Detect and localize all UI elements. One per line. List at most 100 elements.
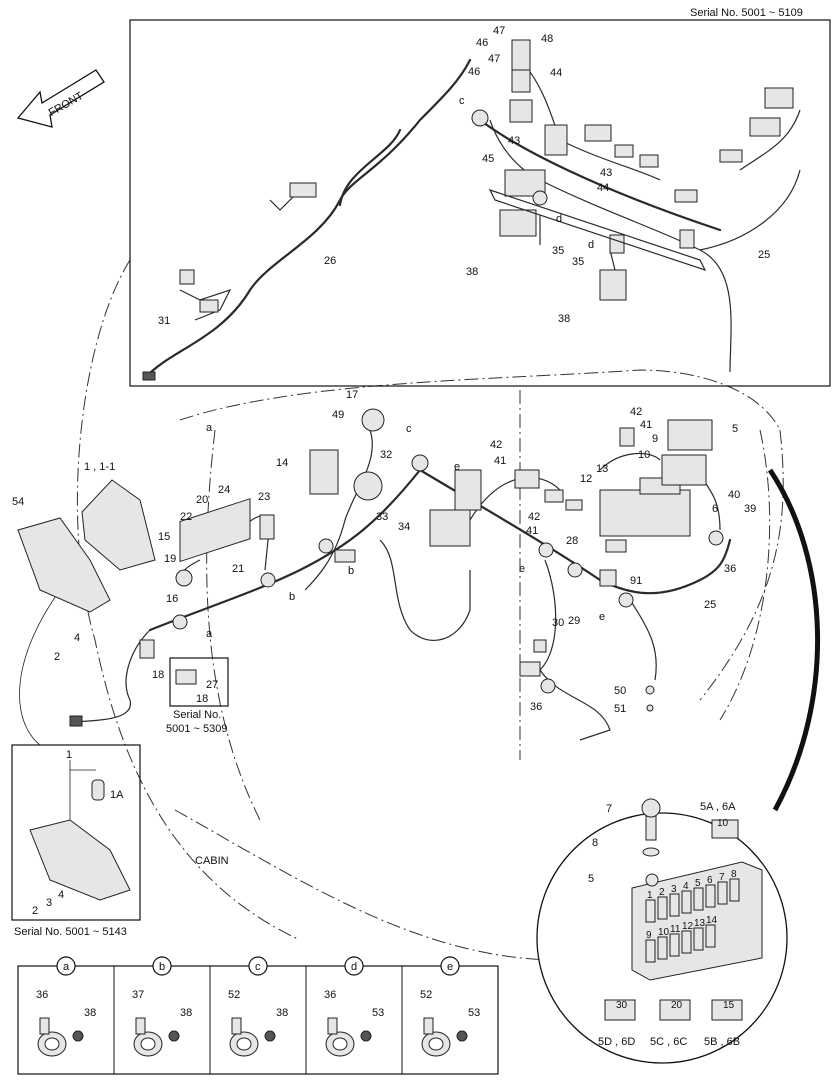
svg-text:33: 33 [376, 511, 388, 523]
fuse-top-8 [729, 878, 740, 902]
clamp-part-number: 36 [36, 989, 48, 1001]
svg-text:21: 21 [232, 563, 244, 575]
svg-text:20: 20 [196, 494, 208, 506]
clamp-letter-circle [56, 956, 76, 976]
svg-text:2: 2 [54, 651, 60, 663]
clamp-tab [135, 1017, 146, 1035]
svg-text:29: 29 [568, 615, 580, 627]
fuse-number: 12 [682, 921, 694, 932]
clamp-hole [332, 1037, 348, 1051]
svg-text:a: a [206, 628, 213, 640]
bolt-icon [168, 1030, 180, 1042]
svg-text:c: c [406, 423, 412, 435]
fuse-number: 8 [731, 869, 737, 880]
svg-text:43: 43 [508, 135, 520, 147]
svg-text:10: 10 [717, 818, 729, 829]
fuse-bottom-14 [705, 924, 716, 948]
svg-text:41: 41 [494, 455, 506, 467]
fuse-top-7 [717, 881, 728, 905]
svg-text:30: 30 [616, 1000, 628, 1011]
svg-text:13: 13 [596, 463, 608, 475]
svg-text:e: e [519, 563, 525, 575]
clamp-letter: c [255, 961, 261, 973]
svg-text:17: 17 [346, 389, 358, 401]
svg-text:1 , 1-1: 1 , 1-1 [84, 461, 115, 473]
svg-text:35: 35 [572, 256, 584, 268]
clamp-hole [236, 1037, 252, 1051]
svg-text:1A: 1A [110, 789, 124, 801]
svg-text:24: 24 [218, 484, 230, 496]
svg-text:42: 42 [528, 511, 540, 523]
fuse-bottom-11 [669, 933, 680, 957]
svg-text:d: d [588, 239, 594, 251]
svg-text:38: 38 [558, 313, 570, 325]
svg-text:b: b [289, 591, 295, 603]
top-inset-frame [129, 19, 831, 387]
fuse-number: 14 [706, 915, 718, 926]
svg-text:5B , 6B: 5B , 6B [704, 1036, 740, 1048]
svg-text:23: 23 [258, 491, 270, 503]
fuse-number: 5 [695, 878, 701, 889]
lamp-inset: 1 1A 2 3 4 [29, 749, 131, 917]
svg-text:34: 34 [398, 521, 410, 533]
fuse-bottom-13 [693, 927, 704, 951]
clamp-tab [231, 1017, 242, 1035]
fuse-number: 10 [658, 927, 670, 938]
clamp-part-number: 37 [132, 989, 144, 1001]
svg-text:8: 8 [592, 837, 598, 849]
clamp-hole [428, 1037, 444, 1051]
cabin-label: CABIN [195, 855, 229, 867]
svg-text:51: 51 [614, 703, 626, 715]
cabin-outline [76, 259, 784, 961]
svg-text:28: 28 [566, 535, 578, 547]
clamp-letter: e [447, 961, 453, 973]
svg-text:4: 4 [58, 889, 64, 901]
serial-top-text: Serial No. 5001 ~ 5109 [690, 7, 803, 19]
fuse-number: 9 [646, 930, 652, 941]
svg-text:5A , 6A: 5A , 6A [700, 801, 736, 813]
svg-text:2: 2 [32, 905, 38, 917]
fuse-top-2 [657, 896, 668, 920]
svg-text:40: 40 [728, 489, 740, 501]
clamp-letter-circle [248, 956, 268, 976]
svg-text:3: 3 [46, 897, 52, 909]
svg-text:49: 49 [332, 409, 344, 421]
fuse-number: 13 [694, 918, 706, 929]
clamp-letter: d [351, 961, 357, 973]
svg-text:18: 18 [196, 693, 208, 705]
clamp-part-number: 53 [468, 1007, 480, 1019]
clamp-tab [39, 1017, 50, 1035]
clamp-tab [327, 1017, 338, 1035]
svg-text:d: d [556, 213, 562, 225]
svg-text:54: 54 [12, 496, 24, 508]
top-harness [142, 39, 801, 381]
svg-text:9: 9 [652, 433, 658, 445]
clamp-part-number: 53 [372, 1007, 384, 1019]
fuse-top-1 [645, 899, 656, 923]
main-harness [69, 408, 732, 741]
work-lamp [17, 479, 156, 613]
fuse-bottom-12 [681, 930, 692, 954]
svg-text:91: 91 [630, 575, 642, 587]
clamp-letter-circle [152, 956, 172, 976]
svg-text:12: 12 [580, 473, 592, 485]
clamp-letter: b [159, 961, 165, 973]
inset-18-frame [169, 657, 229, 707]
clamp-hole [140, 1037, 156, 1051]
svg-text:44: 44 [550, 67, 562, 79]
svg-text:38: 38 [466, 266, 478, 278]
svg-text:26: 26 [324, 255, 336, 267]
clamp-letter-circle [344, 956, 364, 976]
svg-text:20: 20 [671, 1000, 683, 1011]
lamp-inset-frame [11, 744, 141, 921]
svg-text:41: 41 [640, 419, 652, 431]
clamp-letter-circle [440, 956, 460, 976]
svg-text:36: 36 [530, 701, 542, 713]
fuse-top-6 [705, 884, 716, 908]
svg-text:30: 30 [552, 617, 564, 629]
clamp-hole [44, 1037, 60, 1051]
svg-text:7: 7 [606, 803, 612, 815]
svg-text:15: 15 [158, 531, 170, 543]
svg-text:42: 42 [490, 439, 502, 451]
